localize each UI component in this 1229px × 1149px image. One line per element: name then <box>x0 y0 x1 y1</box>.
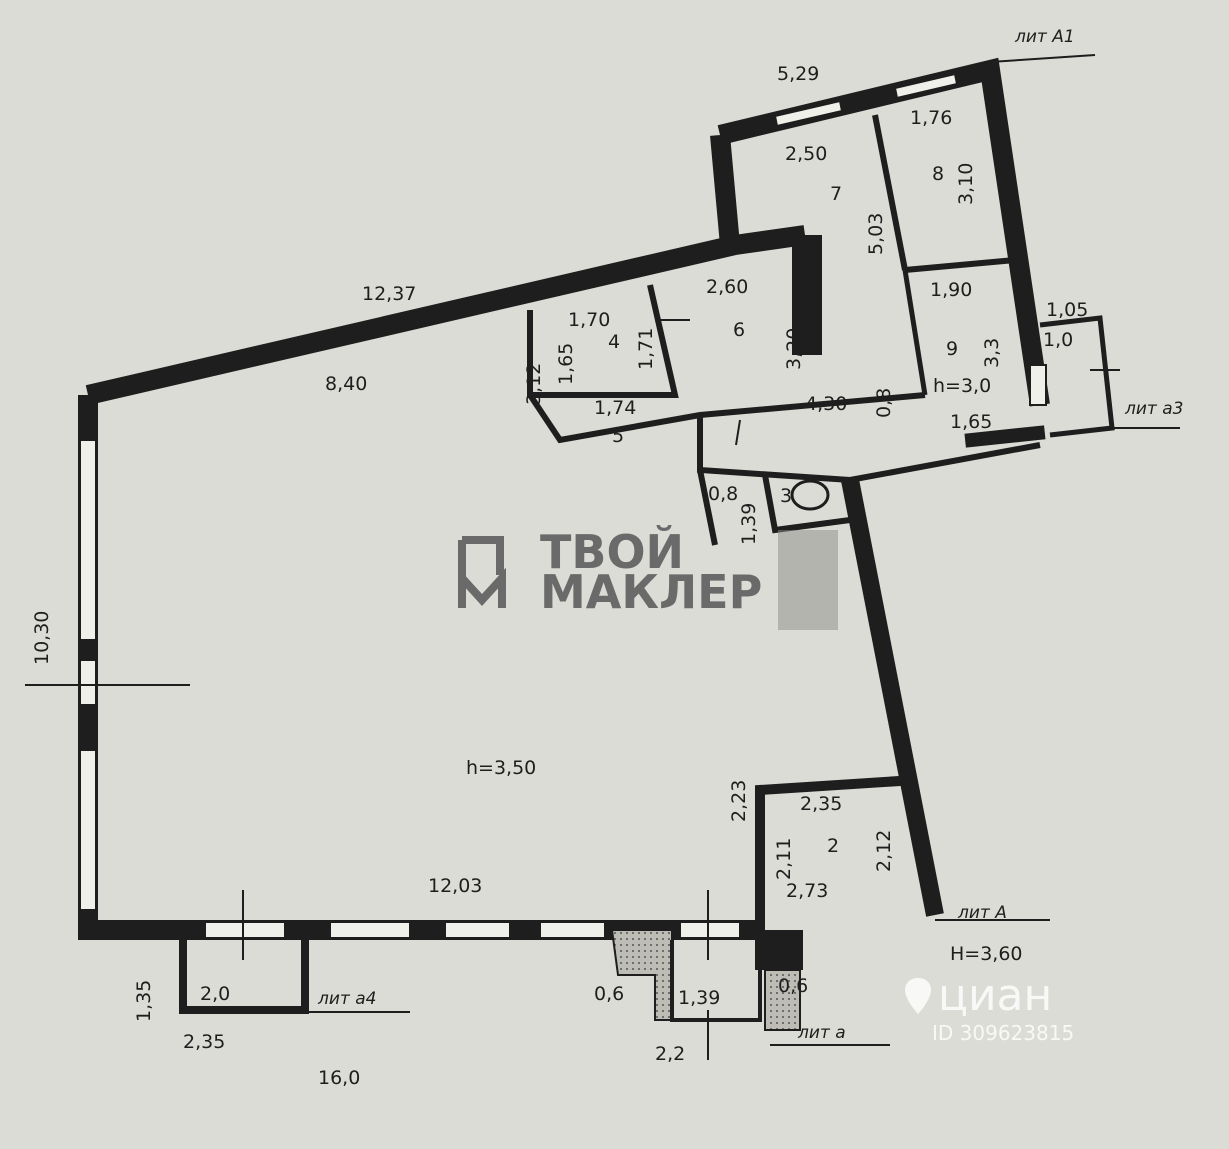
dim-16-0: 16,0 <box>318 1067 360 1089</box>
watermark-line2: МАКЛЕР <box>540 565 762 619</box>
room-number-2: 2 <box>827 835 839 857</box>
room-4-wall <box>527 284 679 398</box>
dim-1-71: 1,71 <box>635 328 657 370</box>
dim-12-03: 12,03 <box>428 875 482 897</box>
room-number-4: 4 <box>608 331 620 353</box>
map-pin-icon <box>905 978 931 1014</box>
height-3-0: h=3,0 <box>933 375 991 397</box>
dim-1-05: 1,05 <box>1046 299 1088 321</box>
dim-0-8-b: 0,8 <box>708 483 738 505</box>
dim-8-40: 8,40 <box>325 373 367 395</box>
dim-1-76: 1,76 <box>910 107 952 129</box>
porch-hatched-right <box>764 969 801 1031</box>
dim-1-35: 1,35 <box>133 980 155 1022</box>
room-number-7: 7 <box>830 183 842 205</box>
dim-3-10: 3,10 <box>955 163 977 205</box>
room-number-5: 5 <box>612 425 624 447</box>
dim-4-30: 4,30 <box>805 393 847 415</box>
vestibule-a3-door <box>1029 364 1047 406</box>
watermark-cian: циан ID 309623815 <box>905 970 1074 1045</box>
wall-8-9 <box>904 257 1016 273</box>
dim-2-0: 2,0 <box>200 983 230 1005</box>
lit-a: лит А <box>957 903 1007 923</box>
dim-2-73: 2,73 <box>786 880 828 902</box>
cian-logo-text: циан <box>938 970 1052 1021</box>
dim-3-3: 3,3 <box>981 338 1003 368</box>
cian-id: ID 309623815 <box>932 1021 1074 1045</box>
room-number-9: 9 <box>946 338 958 360</box>
dim-2-12: 2,12 <box>873 830 895 872</box>
porch-pillar <box>755 930 803 970</box>
dim-1-74: 1,74 <box>594 397 636 419</box>
dim-10-30: 10,30 <box>31 611 53 665</box>
bottom-wall-windows <box>204 921 741 939</box>
dim-0-6-a: 0,6 <box>594 983 624 1005</box>
wall-stub-6 <box>792 235 822 355</box>
height-3-50: h=3,50 <box>466 757 536 779</box>
room-number-8: 8 <box>932 163 944 185</box>
lit-a1: лит А1 <box>1014 27 1075 47</box>
dim-1-39-a: 1,39 <box>738 503 760 545</box>
dim-2-35-a: 2,35 <box>800 793 842 815</box>
room-2-wall <box>755 775 916 930</box>
dim-2-50: 2,50 <box>785 143 827 165</box>
watermark-tvoy-makler: ТВОЙ МАКЛЕР <box>458 525 762 619</box>
dim-3-20: 3,20 <box>783 328 805 370</box>
dim-2-11: 2,11 <box>773 838 795 880</box>
room-number-3: 3 <box>780 485 792 507</box>
room-3-wall <box>697 469 851 546</box>
dim-1-39-b: 1,39 <box>678 987 720 1009</box>
height-3-60: Н=3,60 <box>950 943 1023 965</box>
porch-hatched <box>610 929 673 1021</box>
lit-a4: лит а4 <box>317 989 376 1009</box>
shadow-patch <box>778 530 838 630</box>
watermark-line1: ТВОЙ <box>540 525 684 579</box>
room-number-6: 6 <box>733 319 745 341</box>
lit-a3: лит а3 <box>1124 399 1183 419</box>
top-windows <box>773 72 959 128</box>
dim-1-0: 1,0 <box>1043 329 1073 351</box>
vestibule-a4-wall <box>179 940 309 1014</box>
dim-5-03: 5,03 <box>865 213 887 255</box>
dim-2-60: 2,60 <box>706 276 748 298</box>
dim-0-8-a: 0,8 <box>873 388 895 418</box>
dim-1-90: 1,90 <box>930 279 972 301</box>
dim-5-29: 5,29 <box>777 63 819 85</box>
vestibule-a3-wall <box>1039 315 1115 438</box>
dim-0-6-b: 0,6 <box>778 975 808 997</box>
dim-2-23: 2,23 <box>728 780 750 822</box>
dim-1-70: 1,70 <box>568 309 610 331</box>
dim-1-65-a: 1,65 <box>555 343 577 385</box>
dim-12-37: 12,37 <box>362 283 416 305</box>
room-9-bottom-wall <box>964 425 1046 448</box>
dim-2-35-b: 2,35 <box>183 1031 225 1053</box>
wall-6-9 <box>902 269 928 396</box>
main-hall-right-wall <box>841 478 944 917</box>
leader-lines <box>25 54 1180 1060</box>
wall-7-8 <box>872 114 908 271</box>
plan-labels: 5,29 лит А1 1,76 2,50 7 8 3,10 5,03 12,3… <box>31 27 1183 1089</box>
room-5-wall <box>527 392 926 444</box>
porch-wall <box>670 935 762 1022</box>
dim-1-65-b: 1,65 <box>950 411 992 433</box>
corridor-wall <box>697 415 1041 484</box>
lit-a-small: лит а <box>797 1023 846 1043</box>
dim-2-2: 2,2 <box>655 1043 685 1065</box>
makler-logo-icon <box>458 536 506 608</box>
left-wall-windows <box>79 439 97 911</box>
dim-3-12: 3,12 <box>523 363 545 405</box>
toilet-icon <box>790 479 830 511</box>
